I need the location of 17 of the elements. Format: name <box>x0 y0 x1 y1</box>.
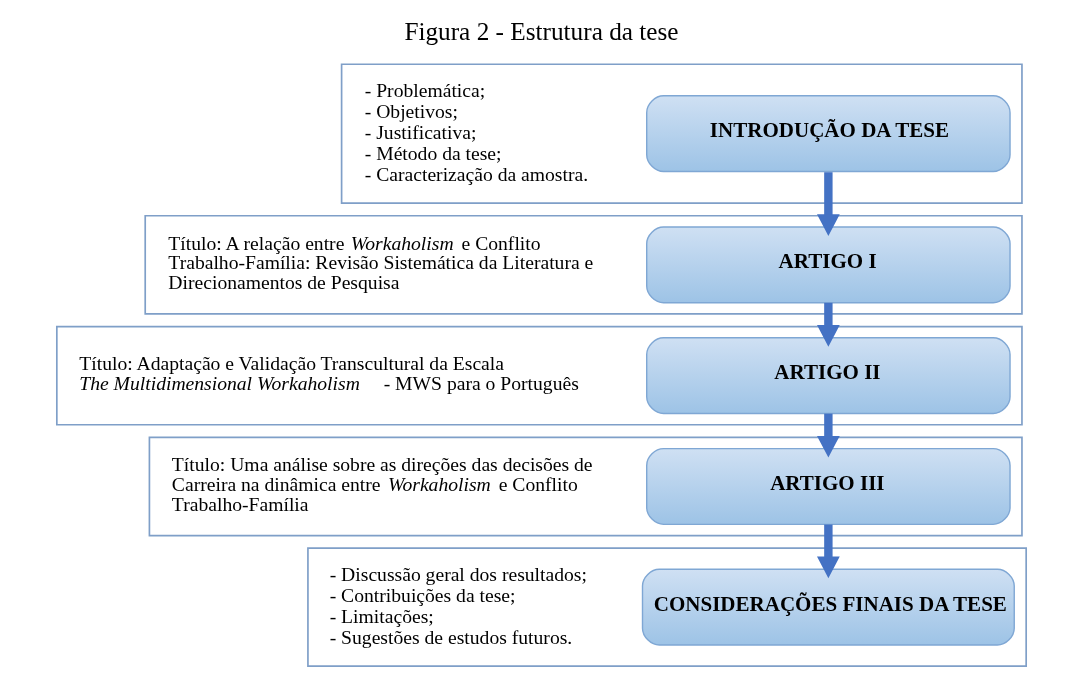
node-box: ARTIGO I <box>645 226 1011 304</box>
node-text: Título: Uma análise sobre as direções das decisões de Carreira na dinâmica entre Workaholism e Conflito Trabalho-Família <box>171 454 593 515</box>
node-box: INTRODUÇÃO DA TESE <box>645 95 1011 173</box>
diagram-title: Figura 2 - Estrutura da tese <box>403 16 679 45</box>
node-box: ARTIGO III <box>645 447 1011 526</box>
node-text: Título: Adaptação e Validação Transcultural da Escala The Multidimensional Workaholism - MWS para o Português <box>78 353 579 394</box>
node-text: - Problemática; - Objetivos; - Justificativa; - Método da tese; - Caracterização da amostra. <box>364 79 588 185</box>
arrow <box>816 413 840 458</box>
arrow <box>816 524 840 579</box>
node-box: ARTIGO II <box>645 337 1011 415</box>
cluster <box>306 547 1027 667</box>
cluster <box>340 63 1023 204</box>
node-text: Título: A relação entre Workaholism e Conflito Trabalho-Família: Revisão Sistemática da Literatura e Direcionamentos de Pesquisa <box>167 232 593 293</box>
node-box: CONSIDERAÇÕES FINAIS DA TESE <box>641 568 1015 646</box>
arrow <box>816 172 840 236</box>
node-text: - Discussão geral dos resultados; - Contribuições da tese; - Limitações; - Sugestões de estudos futuros. <box>329 563 587 648</box>
arrow <box>816 302 840 347</box>
